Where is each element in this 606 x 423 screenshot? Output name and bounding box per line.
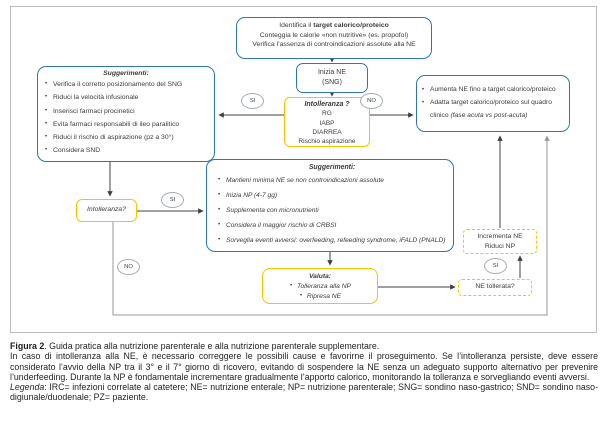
incrementa-ne-box: Incrementa NE Riduci NP [463,229,537,254]
incrementa-line2: Riduci NP [484,243,516,250]
list-item: Supplementa con micronutrienti [217,203,447,218]
valuta-item-row: Ripresa NE [263,292,377,302]
inizia-line2: (SNG) [322,79,342,86]
list-item: Riduci la velocità infusionale [44,91,208,105]
list-item: Aumenta NE fino a target calorico/protei… [421,84,564,97]
target-calorico-box: Identifica il target calorico/proteico C… [236,17,432,59]
figure-caption: Figura 2. Guida pratica alla nutrizione … [10,341,598,403]
list-item: Considera il maggior rischio di CRBSI [217,218,447,233]
intolleranza-question-box-2: Intolleranza? [76,199,137,222]
intolleranza-item: IABP [319,119,335,127]
list-item: Adatta target calorico/proteico sul quad… [421,97,564,123]
intolleranza-item: Rischio aspirazione [298,138,356,146]
suggerimenti-sng-title: Suggerimenti: [103,70,149,77]
no-label: NO [117,259,140,275]
list-item: Tolleranza alla NP [289,282,351,292]
intolleranza-title: Intolleranza ? [304,101,350,108]
target-line3: Verifica l’assenza di controindicazioni … [252,41,416,49]
list-item: Verifica il corretto posizionamento del … [44,78,208,92]
no-label: NO [360,93,383,109]
ne-tollerata-box: NE tollerata? [458,279,532,296]
aumenta-ne-box: Aumenta NE fino a target calorico/protei… [416,75,570,132]
intolleranza-item: DIARREA [312,128,342,136]
si-label: SI [484,258,507,274]
intolleranza-question-box: Intolleranza ? RG IABP DIARREA Rischio a… [284,97,370,147]
si-label: SI [161,192,184,208]
suggerimenti-sng-list: Verifica il corretto posizionamento del … [44,78,208,158]
list-item: Inizia NP (4-7 gg) [217,188,447,203]
list-item: Inserisci farmaci procinetici [44,105,208,119]
suggerimenti-np-list: Mantieni minima NE se non controindicazi… [217,173,447,248]
si-label: SI [241,93,264,109]
list-item: Ripresa NE [299,292,341,302]
aumenta-list: Aumenta NE fino a target calorico/protei… [421,84,564,122]
list-item: Riduci il rischio di aspirazione (pz a 3… [44,131,208,145]
valuta-title: Valuta: [308,273,332,280]
suggerimenti-np-title: Suggerimenti: [308,164,356,171]
caption-title: Figura 2. Guida pratica alla nutrizione … [10,341,380,351]
suggerimenti-np-box: Suggerimenti: Mantieni minima NE se non … [206,159,454,252]
suggerimenti-sng-box: Suggerimenti: Verifica il corretto posiz… [37,66,215,162]
valuta-box: Valuta: Tolleranza alla NP Ripresa NE [262,268,378,304]
target-line1: Identifica il target calorico/proteico [279,22,389,29]
list-item: Sorveglia eventi avversi: overfeeding, r… [217,233,447,248]
list-item: Considera SND [44,144,208,158]
inizia-ne-box: Inizia NE (SNG) [296,63,368,93]
list-item: Mantieni minima NE se non controindicazi… [217,173,447,188]
caption-body: In caso di intolleranza alla NE, è neces… [10,351,598,382]
list-item: Evita farmaci responsabili di ileo paral… [44,118,208,132]
inizia-line1: Inizia NE [317,69,346,76]
intolleranza-item: RG [322,110,332,118]
valuta-item-row: Tolleranza alla NP [263,282,377,292]
target-line2: Conteggia le calorie «non nutritive» (es… [259,31,409,39]
incrementa-line1: Incrementa NE [477,233,523,240]
caption-legend: Legenda: IRC= infezioni correlate al cat… [10,382,598,403]
